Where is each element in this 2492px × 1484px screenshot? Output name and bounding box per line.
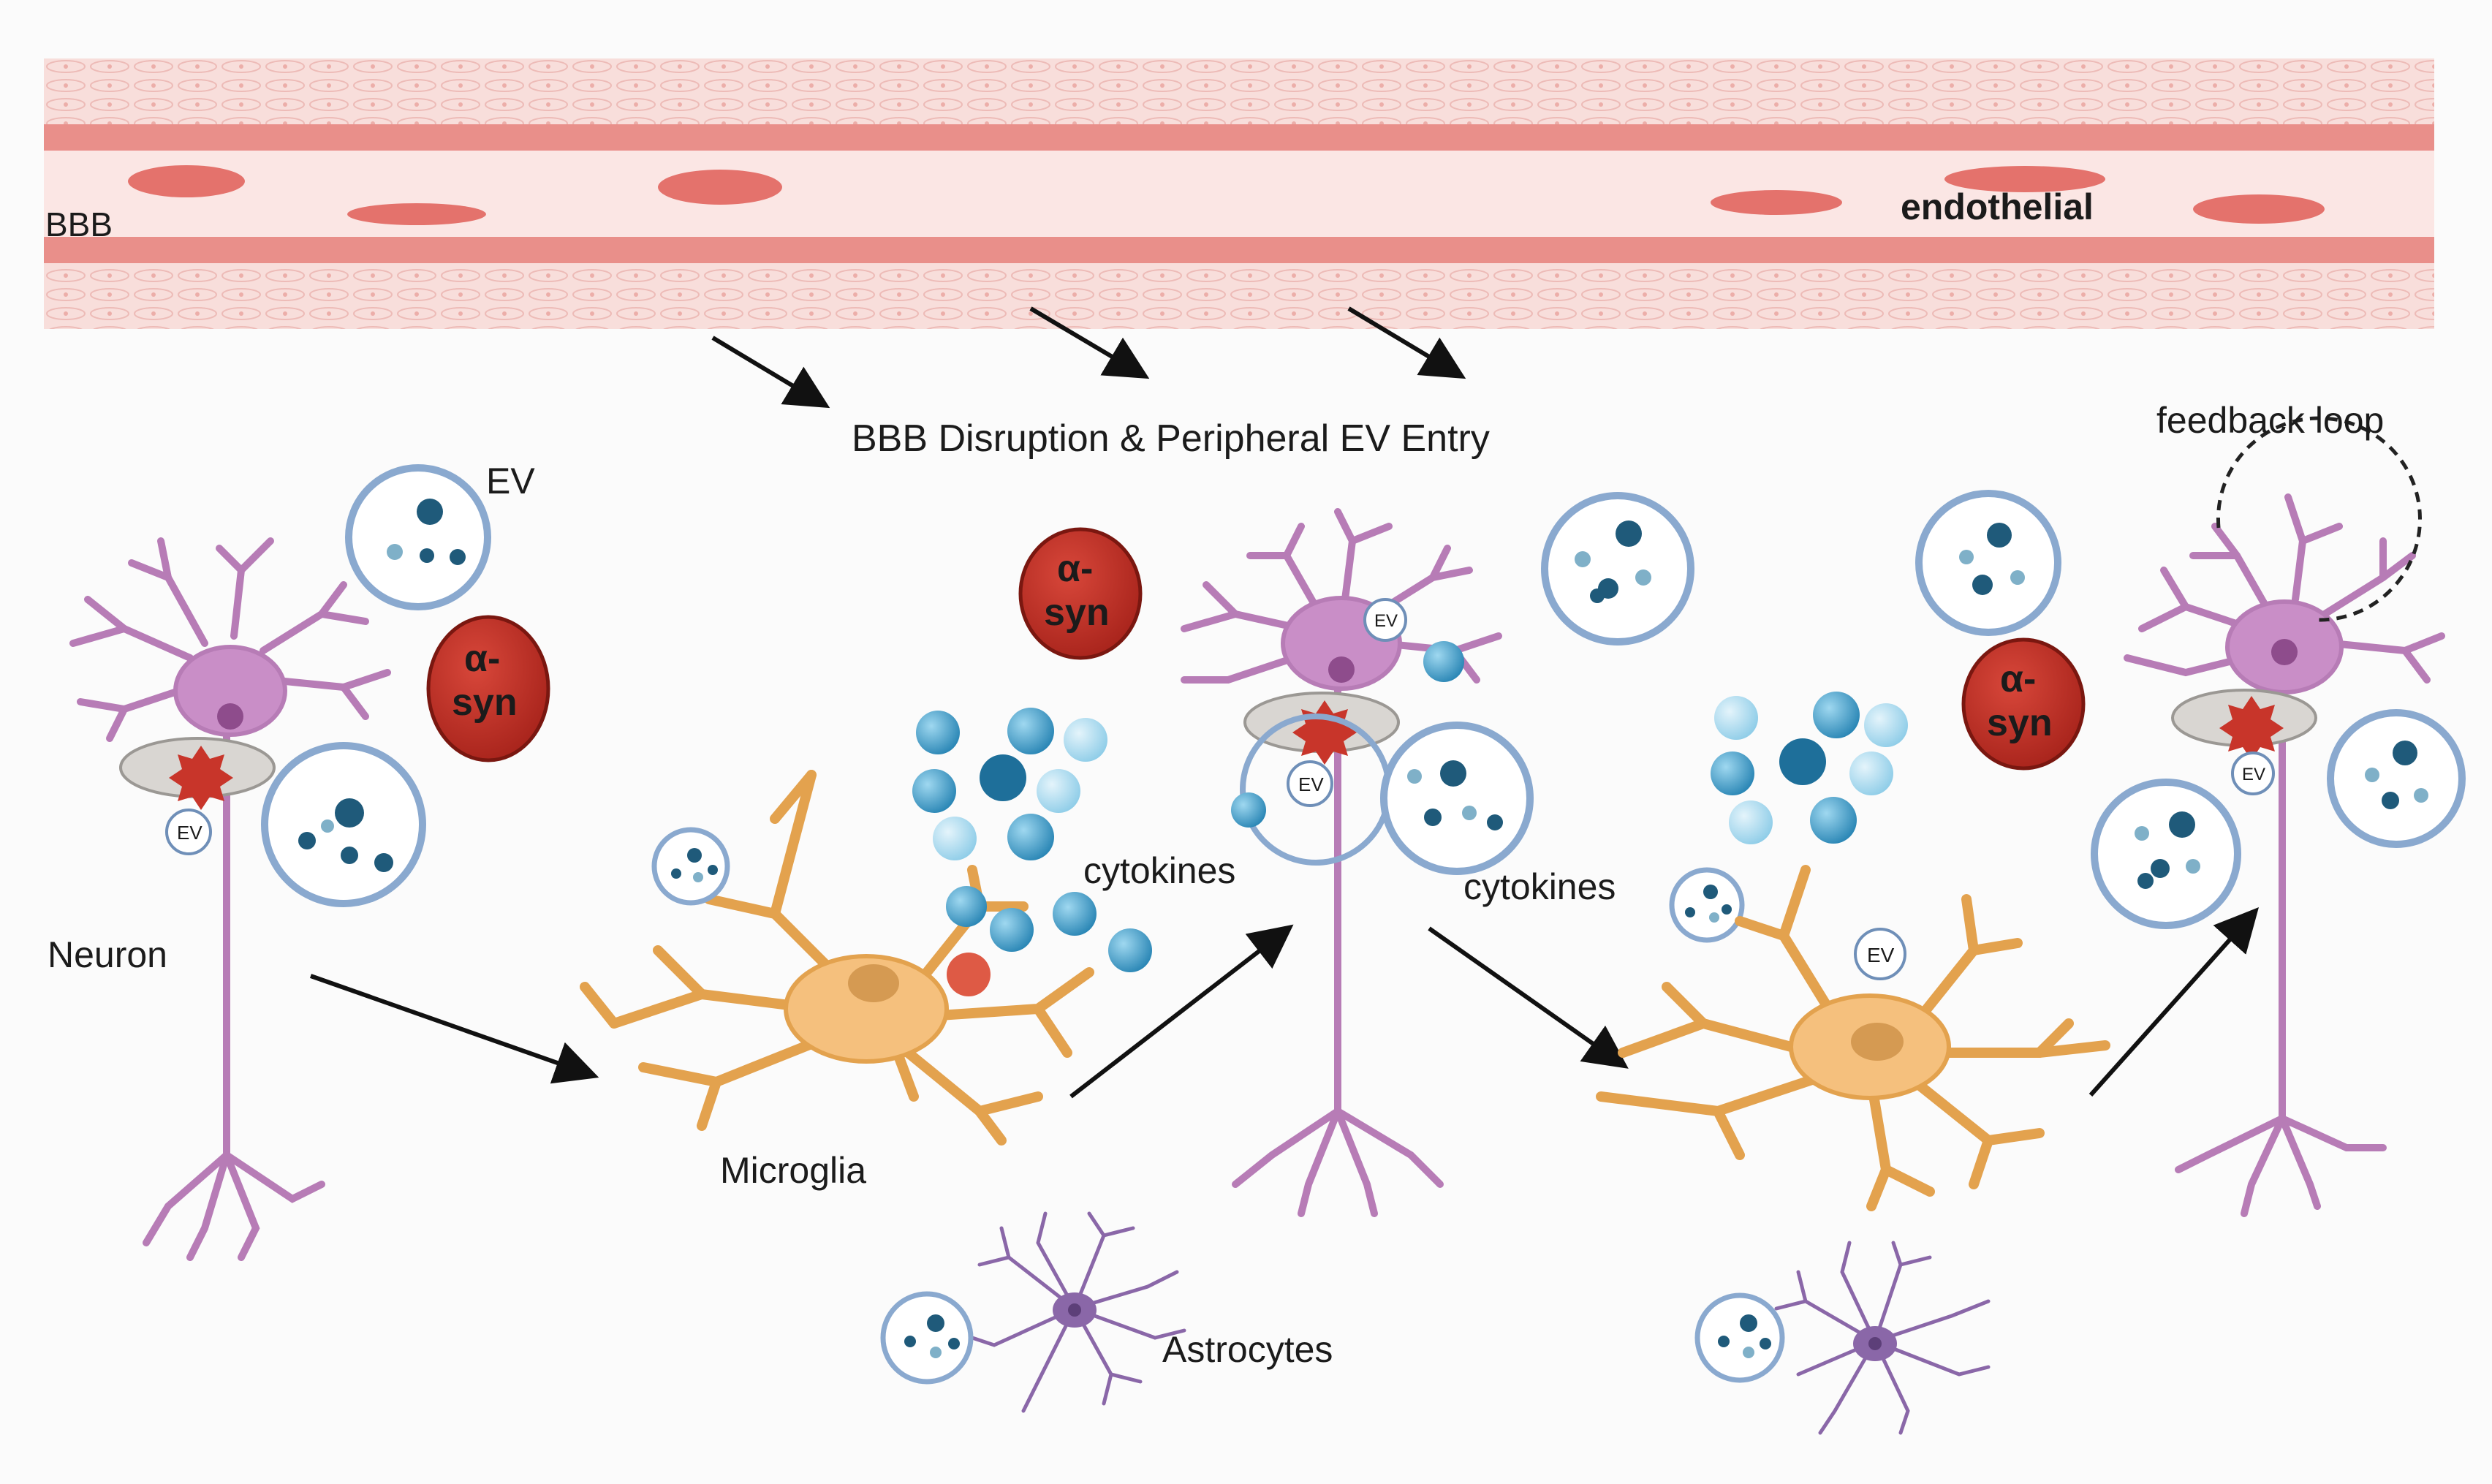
red-blood-cell bbox=[658, 170, 782, 205]
bbb-disruption-title: BBB Disruption & Peripheral EV Entry bbox=[852, 417, 1490, 460]
ev-label: EV bbox=[486, 461, 535, 501]
neuron-label: Neuron bbox=[48, 934, 167, 975]
alpha-syn-line1: α- bbox=[1057, 548, 1093, 590]
vessel-tissue-bottom bbox=[44, 263, 2434, 329]
alpha-synuclein-badge: α- syn bbox=[426, 615, 550, 762]
red-blood-cell bbox=[1711, 190, 1842, 215]
alpha-syn-line2: syn bbox=[452, 681, 518, 724]
cytokines-label-1: cytokines bbox=[1083, 850, 1235, 891]
ev-vesicle bbox=[2327, 709, 2466, 848]
vessel-endothelial-band-bottom bbox=[44, 237, 2434, 263]
red-blood-cell bbox=[128, 165, 245, 197]
ev-vesicle-small bbox=[651, 827, 730, 906]
ev-badge-circle bbox=[1287, 760, 1333, 807]
flow-arrow-microglia-to-neuron bbox=[1069, 924, 1294, 1099]
ev-vesicle-small bbox=[1694, 1292, 1785, 1383]
alpha-syn-line2: syn bbox=[1987, 702, 2053, 744]
ev-vesicle bbox=[1380, 722, 1534, 875]
bbb-label: BBB bbox=[45, 205, 113, 243]
ev-badge-text: EV bbox=[2242, 765, 2265, 784]
red-blood-cell bbox=[1944, 166, 2105, 192]
red-blood-cell bbox=[2193, 194, 2325, 224]
astrocyte-2 bbox=[1774, 1241, 1991, 1435]
ev-badge-text: EV bbox=[1374, 611, 1398, 631]
flow-arrow-microglia-to-neuron-2 bbox=[2088, 907, 2260, 1097]
microglia-label: Microglia bbox=[720, 1150, 866, 1191]
ev-badge-circle bbox=[2231, 752, 2275, 795]
alpha-synuclein-badge: α- syn bbox=[1961, 637, 2086, 771]
cytokine-cluster-2 bbox=[1711, 692, 1908, 844]
cytokine-particle bbox=[1423, 641, 1464, 682]
neuron-2-nucleus bbox=[1328, 656, 1355, 683]
ev-vesicle bbox=[261, 742, 426, 907]
red-blood-cell bbox=[347, 203, 486, 225]
alpha-syn-line1: α- bbox=[2000, 658, 2036, 700]
feedback-loop-arc bbox=[2216, 416, 2422, 622]
flow-arrow-neuron-to-microglia bbox=[310, 974, 599, 1084]
alpha-syn-line2: syn bbox=[1044, 591, 1110, 634]
ev-vesicle bbox=[2091, 779, 2241, 929]
ev-badge-circle bbox=[1854, 928, 1906, 980]
cytokine-particle bbox=[1231, 792, 1266, 828]
ev-badge-text: EV bbox=[1298, 773, 1324, 795]
damage-burst-icon bbox=[169, 746, 233, 810]
neuron-3 bbox=[2124, 493, 2445, 1217]
alpha-synuclein-badge: α- syn bbox=[1018, 527, 1143, 660]
microglia-1-nucleus bbox=[848, 964, 899, 1002]
entry-arrow-1 bbox=[711, 336, 830, 409]
microglia-2-nucleus bbox=[1851, 1023, 1904, 1061]
feedback-loop-label: feedback loop bbox=[2156, 400, 2384, 441]
neuron-1-soma bbox=[173, 645, 287, 737]
ev-vesicle-small bbox=[880, 1291, 974, 1385]
flow-arrow-neuron-to-microglia-2 bbox=[1428, 926, 1629, 1069]
damage-burst-icon bbox=[2219, 696, 2284, 760]
blood-vessel bbox=[44, 58, 2434, 329]
neuron-1-nucleus bbox=[217, 703, 243, 730]
ev-badge-circle bbox=[1363, 598, 1407, 642]
entry-arrow-3 bbox=[1347, 306, 1466, 379]
entry-arrow-2 bbox=[1029, 306, 1150, 379]
astrocyte-2-nucleus bbox=[1868, 1337, 1882, 1350]
ev-vesicle bbox=[1541, 492, 1694, 646]
neuron-3-nucleus bbox=[2271, 639, 2298, 665]
alpha-syn-line1: α- bbox=[464, 637, 500, 680]
cytokines-label-2: cytokines bbox=[1463, 866, 1616, 907]
ev-vesicle bbox=[1915, 490, 2061, 636]
microglia-1-soma bbox=[784, 954, 949, 1064]
microglia-2 bbox=[1596, 865, 2110, 1211]
ev-vesicle bbox=[345, 464, 491, 610]
ev-badge-text: EV bbox=[1867, 944, 1895, 966]
ev-badge-text: EV bbox=[177, 822, 202, 844]
astrocyte-1 bbox=[970, 1211, 1186, 1413]
damage-burst-icon bbox=[1292, 700, 1357, 765]
endothelial-label: endothelial bbox=[1901, 186, 2094, 227]
vessel-endothelial-band-top bbox=[44, 124, 2434, 151]
cytokine-cluster-1 bbox=[912, 708, 1152, 996]
ev-badge-circle bbox=[165, 809, 212, 855]
astrocytes-label: Astrocytes bbox=[1162, 1329, 1333, 1370]
ev-vesicle-small bbox=[1669, 867, 1745, 943]
vessel-tissue-top bbox=[44, 58, 2434, 124]
astrocyte-1-nucleus bbox=[1068, 1303, 1081, 1317]
